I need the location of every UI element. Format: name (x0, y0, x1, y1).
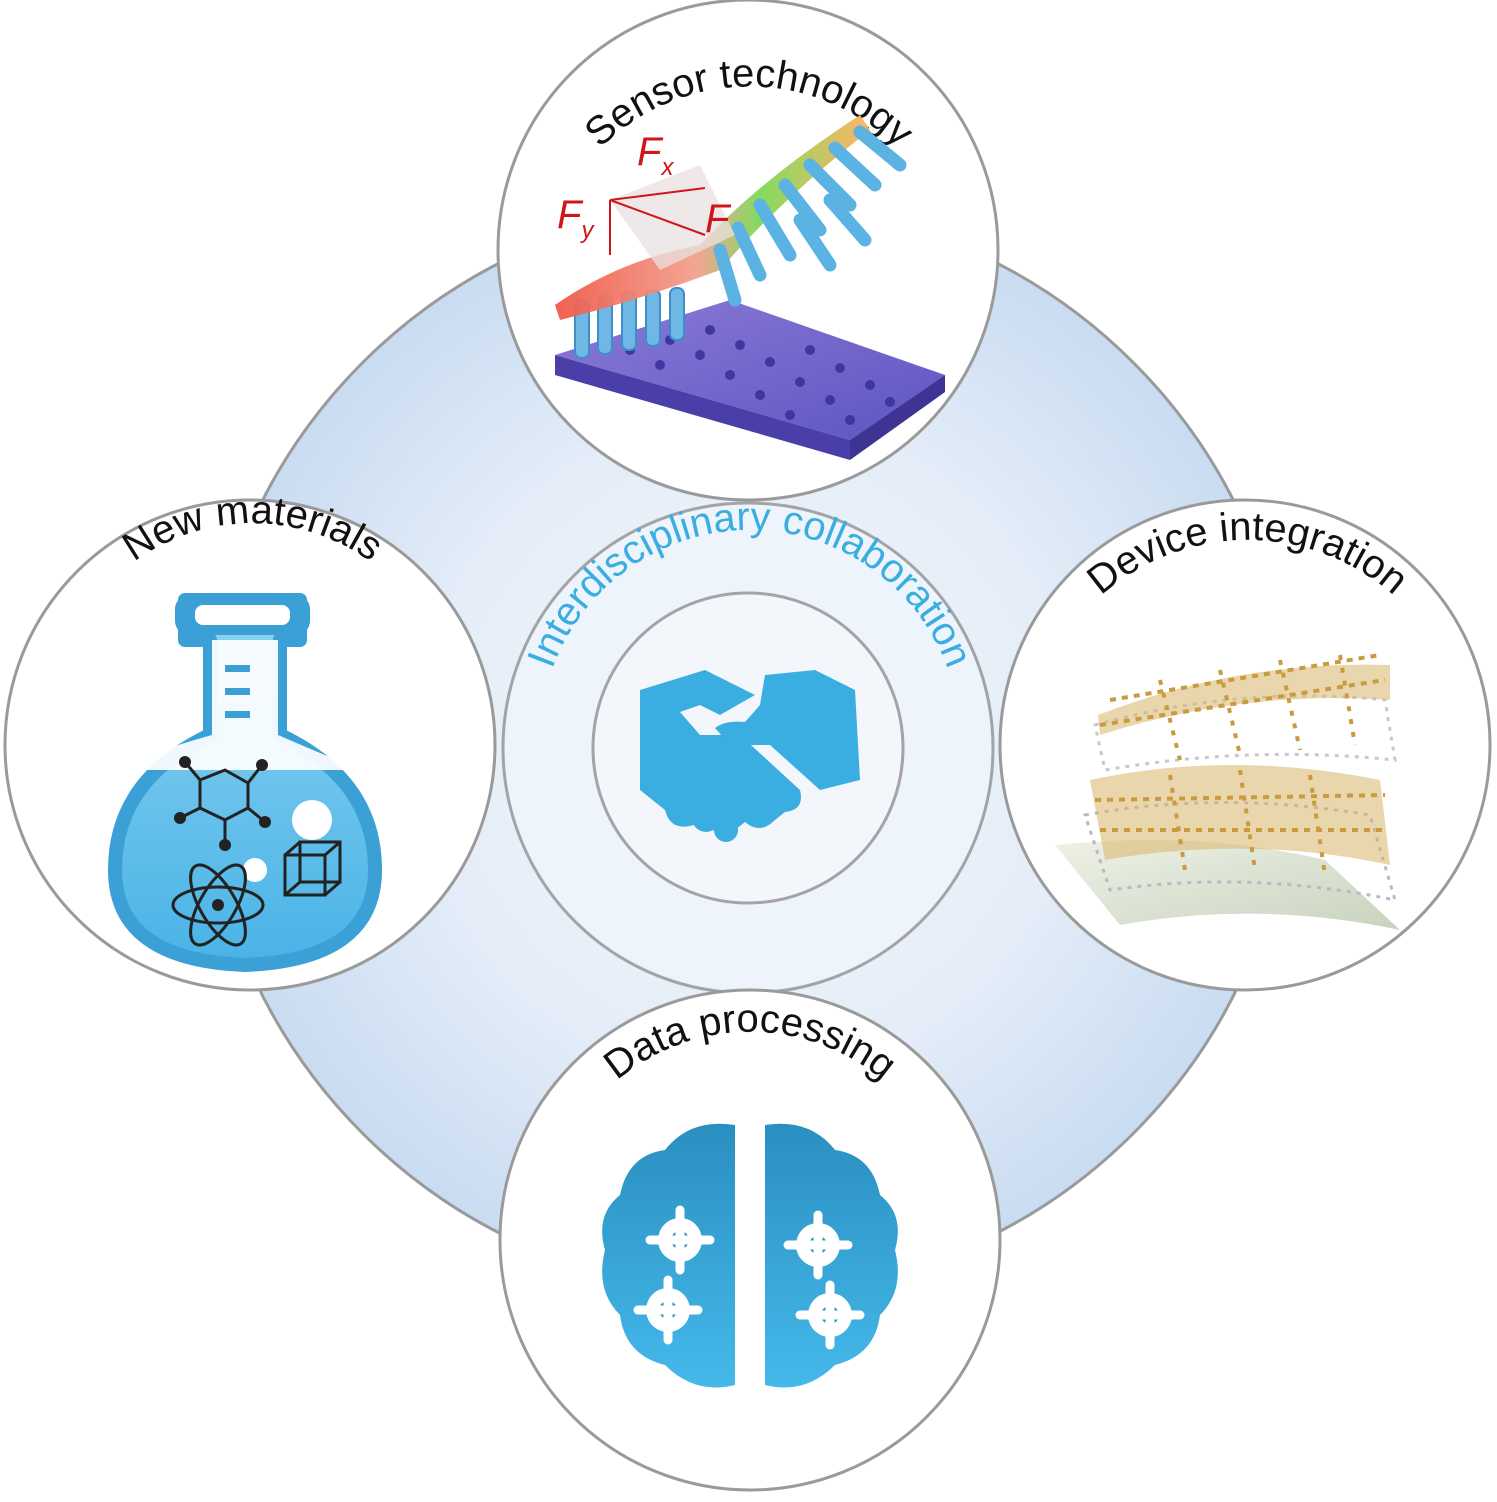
tactile-sensor-illustration: Fx Fy F (555, 115, 945, 460)
node-sensor-technology: Sensor technology (496, 0, 1000, 502)
brain-gears-icon (602, 1123, 898, 1388)
flask-icon (108, 593, 382, 972)
handshake-icon (640, 670, 860, 842)
node-data-processing: Data processing (498, 988, 1002, 1492)
force-x-label: Fx (637, 130, 674, 181)
force-y-label: Fy (557, 193, 595, 244)
node-device-integration: Device integration (998, 498, 1492, 992)
node-new-materials: New materials (3, 488, 497, 992)
layered-circuit-illustration (1055, 653, 1400, 930)
force-label: F (705, 197, 732, 241)
